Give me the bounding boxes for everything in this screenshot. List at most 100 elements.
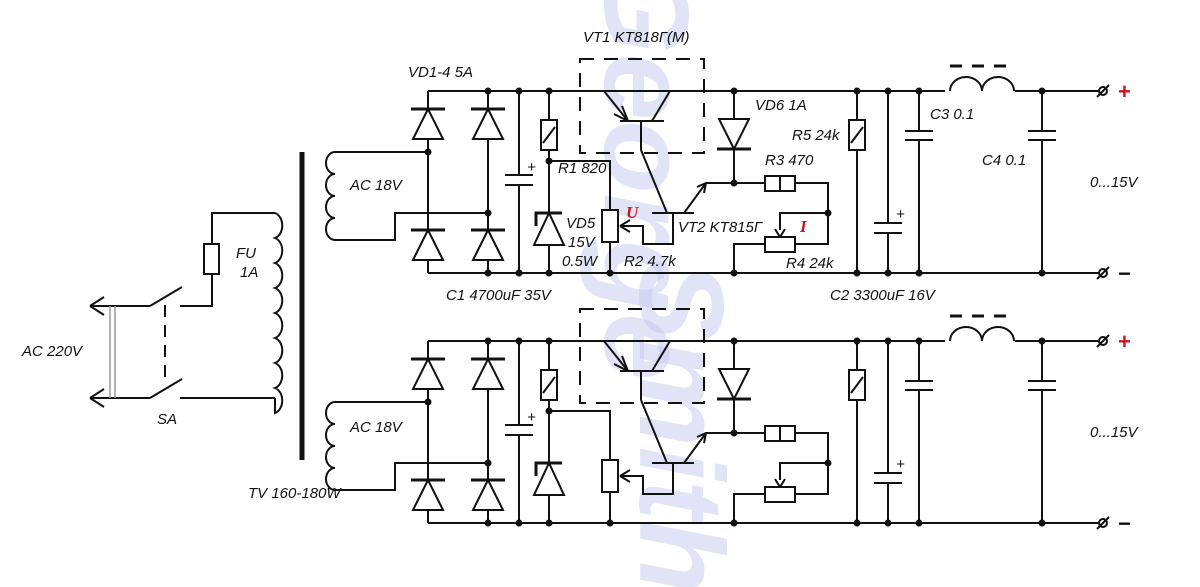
diode-vd4 [471, 477, 505, 511]
switch-sa-top [149, 242, 213, 307]
junction-dot [730, 87, 738, 95]
channel-top: +++− [325, 58, 1131, 286]
junction-dot [884, 87, 892, 95]
junction-dot [484, 337, 492, 345]
secondary-leads [335, 401, 488, 491]
potentiometer-r2 [601, 459, 619, 493]
diode-vd6 [717, 368, 751, 402]
label-output-top: 0...15V [1090, 174, 1140, 191]
potentiometer-r2 [601, 209, 619, 243]
primary-circuit [89, 152, 305, 460]
polarity-plus: + [1118, 79, 1131, 104]
junction-dot [424, 148, 432, 156]
ac-input-arrow-top [89, 296, 150, 316]
diode-vd2 [471, 356, 505, 390]
label-vt1: VT1 KT818Г(M) [583, 29, 690, 46]
label-r2: R2 4.7k [624, 253, 677, 270]
fuse-wire [211, 212, 275, 244]
secondary-leads [335, 151, 488, 241]
label-r1: R1 820 [558, 160, 607, 177]
resistor-r1-slash [542, 376, 556, 394]
junction-dot [606, 519, 614, 527]
diode-vd3 [411, 477, 445, 511]
potentiometer-r2-wiper [619, 464, 674, 495]
junction-dot [915, 87, 923, 95]
inductor-choke [949, 76, 1015, 92]
capacitor-c3 [905, 341, 933, 523]
output-terminal-minus-slash [1096, 266, 1110, 280]
capacitor-c2 [874, 91, 902, 273]
junction-dot [545, 519, 553, 527]
label-ac18-top: AC 18V [349, 177, 404, 194]
resistor-r5-slash [850, 376, 864, 394]
junction-dot [545, 337, 553, 345]
label-vt2: VT2 KT815Г [678, 219, 764, 236]
transistor-vt1-arrow [613, 355, 629, 372]
output-terminal-minus-slash [1096, 516, 1110, 530]
switch-sa-bottom [149, 378, 275, 399]
label-u-adjust: U [626, 203, 639, 222]
junction-dot [545, 157, 553, 165]
diode-vd1 [411, 356, 445, 390]
capacitor-c3 [905, 91, 933, 273]
junction-dot [1038, 337, 1046, 345]
capacitor-c4 [1028, 91, 1056, 273]
secondary-winding [325, 401, 336, 491]
label-sa: SA [157, 411, 177, 428]
secondary-winding [325, 151, 336, 241]
ac-input-arrow-bottom [89, 388, 150, 408]
junction-dot [484, 269, 492, 277]
label-vd5-power: 0.5W [562, 253, 599, 270]
inductor-gap [945, 88, 1015, 94]
junction-dot [606, 269, 614, 277]
polarity-minus: − [1118, 511, 1131, 536]
label-fu: FU [236, 245, 256, 262]
potentiometer-r2-wiper [619, 214, 674, 245]
label-vd6: VD6 1A [755, 97, 807, 114]
transistor-vt1 [603, 340, 671, 400]
junction-dot [515, 519, 523, 527]
junction-dot [545, 269, 553, 277]
watermark-george: George [579, 0, 713, 380]
label-vd1-4: VD1-4 5A [408, 64, 473, 81]
label-c3: C3 0.1 [930, 106, 974, 123]
r4-wire [733, 243, 765, 273]
vt1-heatsink-outline [579, 308, 705, 404]
junction-dot [824, 209, 832, 217]
junction-dot [1038, 87, 1046, 95]
capacitor-c4 [1028, 341, 1056, 523]
diode-vd1 [411, 106, 445, 140]
junction-dot [824, 459, 832, 467]
capacitor-c1-plus: + [527, 409, 536, 426]
zener-vd5 [532, 210, 566, 246]
junction-dot [915, 337, 923, 345]
junction-dot [915, 269, 923, 277]
junction-dot [884, 269, 892, 277]
output-terminal-plus-slash [1096, 84, 1110, 98]
label-tv: TV 160-180W [248, 485, 342, 502]
zener-vd5-bar [534, 211, 562, 226]
junction-dot [884, 519, 892, 527]
watermark-smith: Smith [614, 260, 748, 587]
transistor-vt1 [603, 90, 671, 150]
junction-dot [1038, 519, 1046, 527]
label-fu-rating: 1A [240, 264, 258, 281]
junction-dot [1038, 269, 1046, 277]
capacitor-c1 [505, 341, 533, 523]
resistor-r1-slash [542, 126, 556, 144]
capacitor-c2-plus: + [896, 206, 905, 223]
fuse-fu [203, 243, 220, 275]
zener-vd5-bar [534, 461, 562, 476]
rails [427, 90, 1100, 274]
capacitor-c1-plus: + [527, 159, 536, 176]
capacitor-c2-plus: + [896, 456, 905, 473]
zener-vd5 [532, 460, 566, 496]
label-ac220: AC 220V [21, 343, 84, 360]
label-ac18-bottom: AC 18V [349, 419, 404, 436]
inductor-gap [945, 338, 1015, 344]
junction-dot [484, 519, 492, 527]
junction-dot [515, 87, 523, 95]
polarity-plus: + [1118, 329, 1131, 354]
resistor-r5-slash [850, 126, 864, 144]
